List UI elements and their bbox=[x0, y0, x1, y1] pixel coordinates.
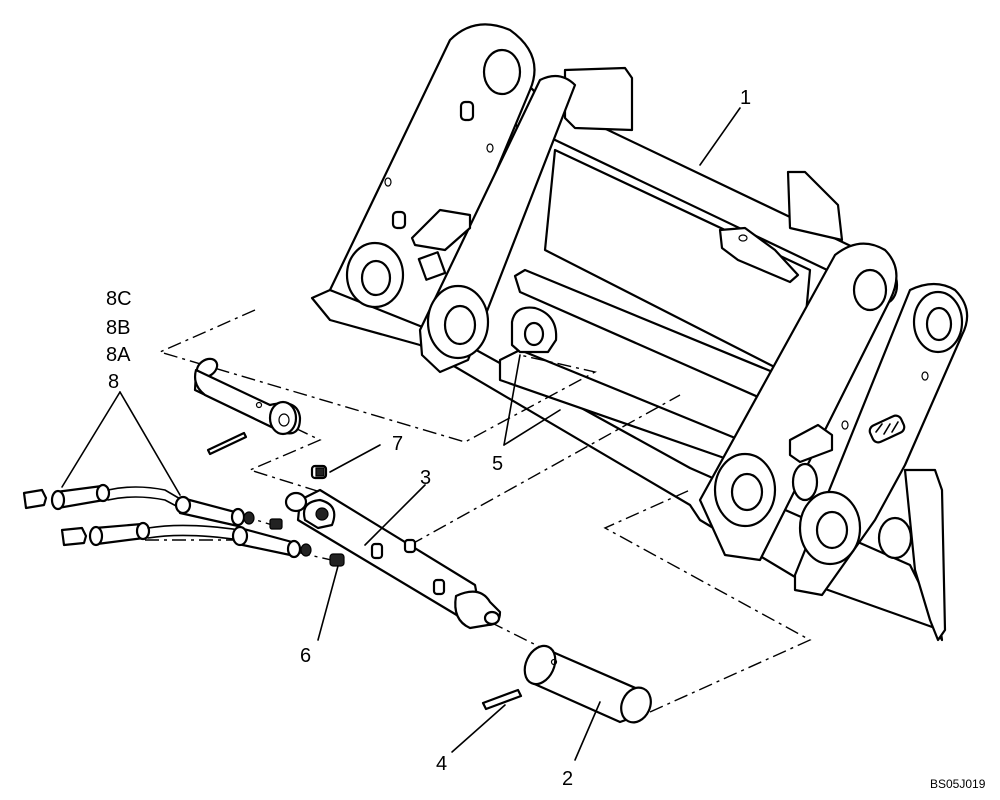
frame-small-bracket bbox=[718, 226, 800, 284]
callout-4: 4 bbox=[436, 753, 447, 775]
leader-6 bbox=[317, 565, 339, 641]
leader-1 bbox=[699, 107, 741, 166]
leader-8-b bbox=[119, 391, 181, 496]
leader-5-b bbox=[503, 409, 561, 446]
callout-8b: 8B bbox=[106, 317, 130, 339]
leader-4 bbox=[451, 704, 506, 753]
right-inner-side-hole bbox=[877, 516, 913, 560]
upper-roll-pin bbox=[206, 431, 248, 456]
drawing-code: BS05J019 bbox=[930, 777, 986, 791]
right-mid-boss bbox=[791, 462, 819, 502]
left-outer-bottom-hole bbox=[360, 259, 392, 297]
left-outer-top-hole bbox=[482, 48, 522, 96]
part-5-lug-hole bbox=[523, 321, 545, 347]
dashed-line-center bbox=[409, 394, 681, 546]
right-outer-bottom-hole bbox=[730, 472, 764, 512]
right-lower-bracket bbox=[788, 423, 834, 464]
dashed-box-upper-pin bbox=[157, 309, 597, 443]
part-4-roll-pin bbox=[481, 688, 523, 711]
callout-8c: 8C bbox=[106, 288, 132, 310]
callout-5: 5 bbox=[492, 453, 503, 475]
upper-pin bbox=[193, 357, 302, 456]
dashed-box-lower-pin bbox=[603, 489, 812, 713]
leader-8-a bbox=[61, 391, 121, 488]
part-3-cylinder bbox=[284, 488, 502, 630]
left-inner-bracket bbox=[410, 208, 472, 252]
fitting-small-a bbox=[269, 518, 283, 530]
callout-1: 1 bbox=[740, 87, 751, 109]
right-inner-small-hole bbox=[921, 371, 929, 381]
frame-center-ear-right bbox=[786, 170, 844, 242]
leader-lines bbox=[61, 107, 741, 761]
dashed-line-upper-pin bbox=[247, 427, 331, 496]
part-6-fitting bbox=[329, 553, 345, 567]
left-inner-bottom-hole bbox=[443, 304, 477, 346]
frame-right-edge-plate bbox=[903, 468, 947, 642]
part-8-hose-lower bbox=[60, 521, 312, 559]
coupler-frame bbox=[310, 23, 969, 642]
right-inner-bottom-hole bbox=[815, 510, 849, 550]
part-2-lower-pin bbox=[523, 644, 652, 724]
leader-7 bbox=[329, 444, 381, 473]
callout-3: 3 bbox=[420, 467, 431, 489]
right-outer-top-boss bbox=[852, 268, 888, 312]
callout-7: 7 bbox=[392, 433, 403, 455]
bracket-hole bbox=[738, 234, 748, 242]
manufacturer-logo bbox=[868, 414, 906, 444]
right-inner-top-hole bbox=[925, 306, 953, 342]
callout-6: 6 bbox=[300, 645, 311, 667]
callout-8a: 8A bbox=[106, 344, 131, 366]
left-plate-hole-b bbox=[486, 143, 494, 153]
left-outer-mid-stud bbox=[391, 210, 407, 230]
leader-3 bbox=[364, 484, 426, 546]
left-plate-hole-a bbox=[384, 177, 392, 187]
left-outer-small-stud bbox=[459, 100, 475, 122]
part-7-fitting bbox=[310, 464, 328, 480]
leader-5-a bbox=[503, 354, 521, 446]
callout-8: 8 bbox=[108, 371, 119, 393]
left-square-lug bbox=[417, 251, 447, 281]
frame-center-ear-left bbox=[563, 66, 634, 132]
callout-2: 2 bbox=[562, 768, 573, 790]
right-small-hole bbox=[841, 420, 849, 430]
leader-2 bbox=[574, 701, 601, 761]
part-8-hose-upper bbox=[22, 483, 255, 528]
